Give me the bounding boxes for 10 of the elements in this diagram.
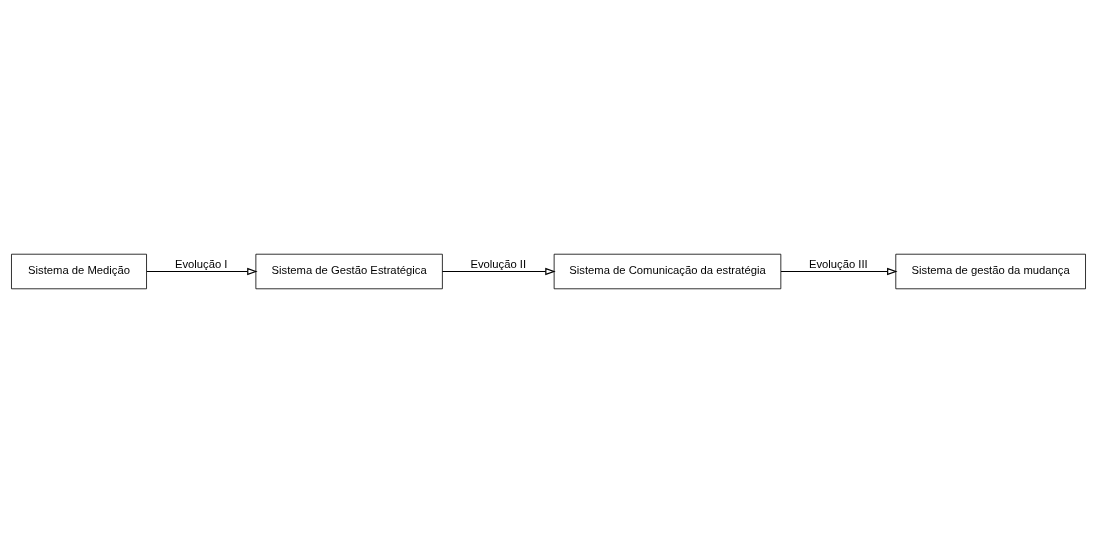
node-box: Sistema de Gestão Estratégica [255,253,443,290]
arrow [441,267,556,276]
node-box: Sistema de Comunicação da estratégia [553,253,782,290]
arrow [780,267,898,276]
node-box: Sistema de gestão da mudança [895,253,1086,290]
node-box: Sistema de Medição [11,253,147,290]
edge-label: Evolução II [470,258,527,271]
edge-label: Evolução III [808,258,868,271]
arrow [146,267,258,276]
edge-label: Evolução I [174,258,228,271]
